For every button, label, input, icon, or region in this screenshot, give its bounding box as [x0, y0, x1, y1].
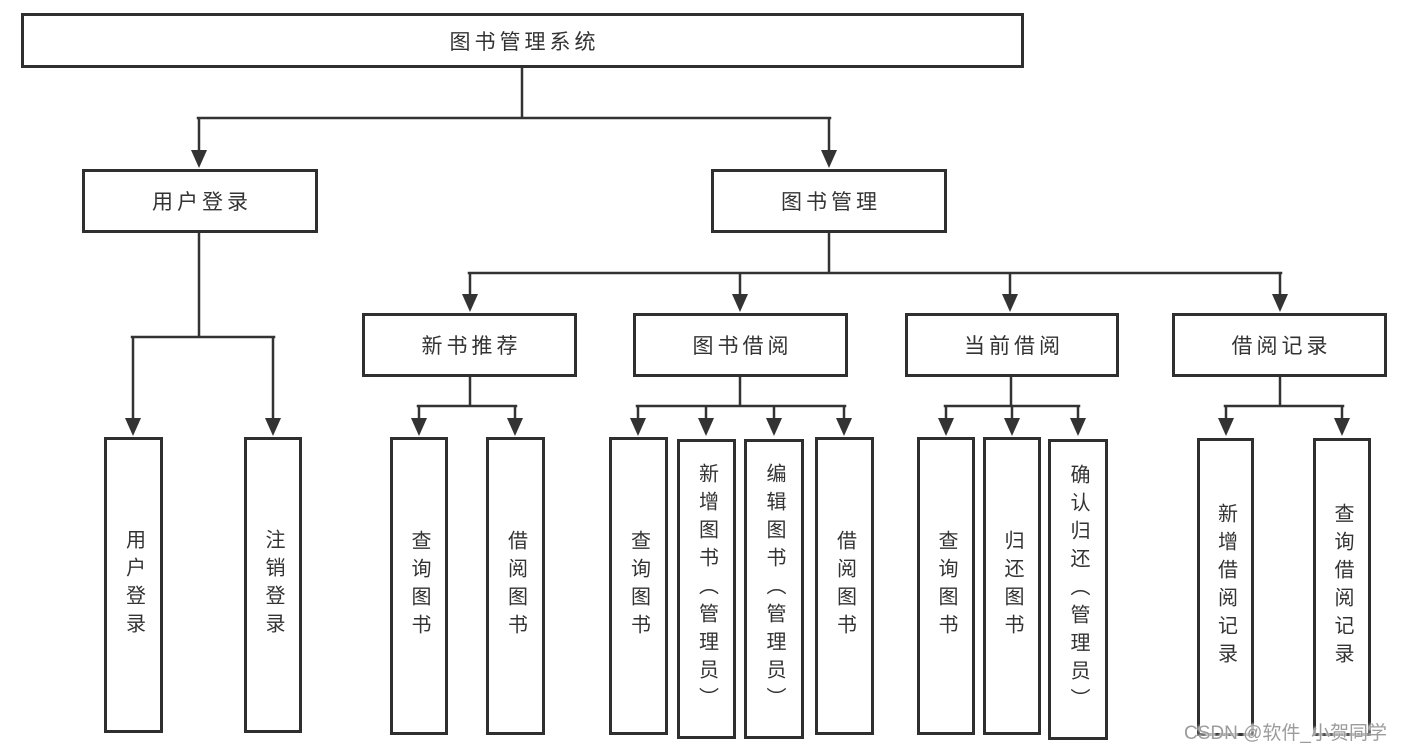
arrow-down-icon [191, 150, 207, 168]
connector-lines [130, 65, 1345, 421]
node-bb-borrow-books: 借阅图书 [815, 437, 874, 735]
arrow-down-icon [265, 418, 281, 436]
node-book-management: 图书管理 [711, 169, 947, 233]
node-br-add-record: 新增借阅记录 [1197, 438, 1254, 736]
node-logout-leaf: 注销登录 [244, 437, 302, 733]
node-cb-confirm-return-admin: 确认归还（管理员） [1048, 439, 1108, 740]
arrow-down-icon [630, 418, 646, 436]
node-book-borrowing: 图书借阅 [633, 313, 848, 377]
arrow-down-icon [125, 418, 141, 436]
node-bb-add-books-admin: 新增图书（管理员） [677, 439, 736, 739]
connector-root [196, 65, 832, 153]
arrow-down-icon [698, 418, 714, 436]
node-bb-edit-books-admin: 编辑图书（管理员） [744, 439, 804, 739]
arrow-down-icon [462, 294, 478, 312]
node-user-login-leaf: 用户登录 [104, 437, 163, 733]
arrow-down-icon [1272, 294, 1288, 312]
node-br-query-record: 查询借阅记录 [1313, 438, 1371, 736]
arrow-down-icon [411, 418, 427, 436]
connector-current-borrowing [943, 373, 1081, 421]
node-new-book-recommend: 新书推荐 [362, 313, 577, 377]
connector-book-management [467, 230, 1283, 297]
arrowheads [125, 150, 1350, 436]
arrow-down-icon [766, 418, 782, 436]
connector-borrowing-records [1223, 373, 1345, 421]
node-nbr-query-books: 查询图书 [390, 437, 448, 735]
connector-new-book-recommend [416, 374, 518, 421]
node-cb-query-books: 查询图书 [917, 437, 975, 735]
arrow-down-icon [938, 418, 954, 436]
arrow-down-icon [1334, 418, 1350, 436]
connector-user-login [130, 230, 276, 421]
node-nbr-borrow-books: 借阅图书 [486, 437, 545, 735]
arrow-down-icon [732, 294, 748, 312]
arrow-down-icon [836, 418, 852, 436]
arrow-down-icon [1218, 418, 1234, 436]
arrow-down-icon [507, 418, 523, 436]
node-bb-query-books: 查询图书 [609, 437, 668, 735]
connector-book-borrowing [635, 374, 847, 421]
arrow-down-icon [1004, 418, 1020, 436]
node-cb-return-books: 归还图书 [983, 437, 1041, 735]
arrow-down-icon [1070, 418, 1086, 436]
node-root: 图书管理系统 [21, 13, 1024, 68]
arrow-down-icon [1002, 294, 1018, 312]
node-borrowing-records: 借阅记录 [1172, 313, 1387, 377]
node-user-login: 用户登录 [82, 169, 318, 233]
csdn-watermark: CSDN @软件_小贺同学 [1184, 723, 1387, 744]
node-current-borrowing: 当前借阅 [905, 313, 1119, 377]
arrow-down-icon [821, 150, 837, 168]
